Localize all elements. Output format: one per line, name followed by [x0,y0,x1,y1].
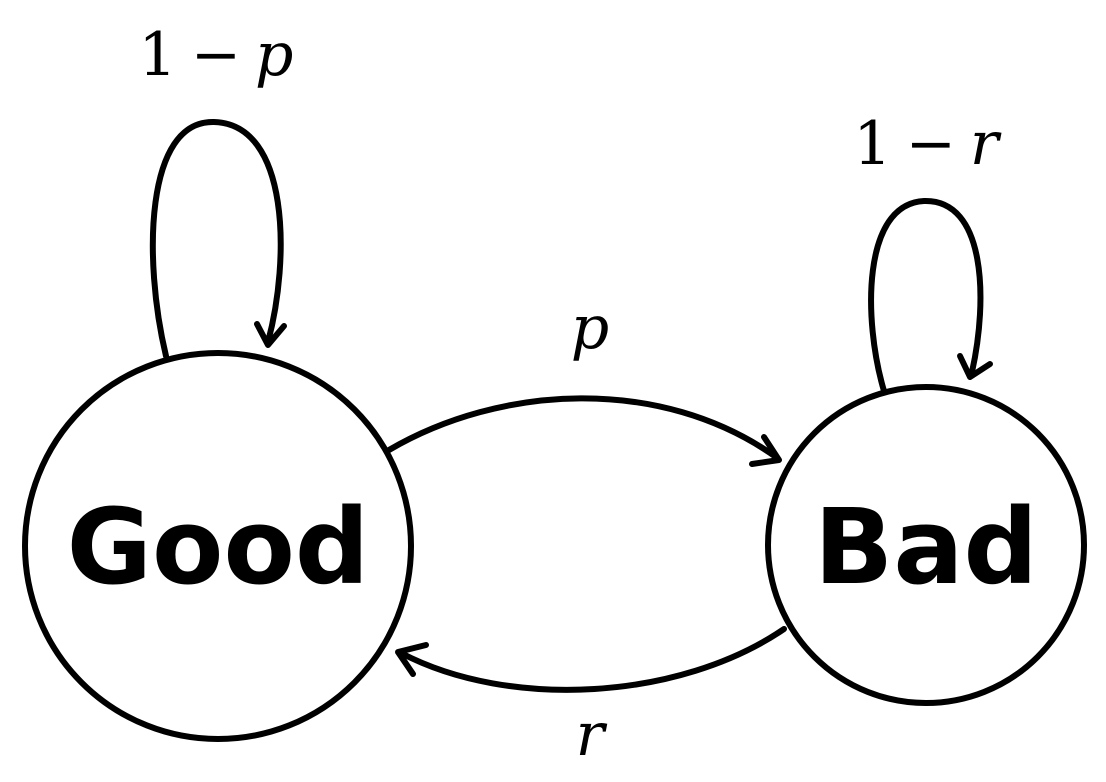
bad-self-loop-label: 1−r [853,109,1001,179]
good-to-bad-edge [386,395,779,460]
bad-self-loop-edge [868,197,984,394]
bad-to-good-label: r [576,700,608,770]
state-good-circle [22,350,414,742]
state-bad: Bad [765,384,1087,706]
bad-to-good-edge [398,626,787,693]
good-to-bad-label: p [571,293,609,363]
state-good: Good [22,350,414,742]
bad-self-loop-arrowhead [957,353,993,380]
good-self-loop-arrowhead [254,321,287,348]
good-self-loop-label: 1−p [139,20,294,90]
bad-to-good-arrowhead [395,642,429,677]
state-bad-label: Bad [814,486,1038,608]
state-good-label: Good [67,486,370,608]
good-to-bad-arrowhead [749,434,782,467]
state-bad-circle [765,384,1087,706]
good-self-loop-edge [149,118,284,359]
